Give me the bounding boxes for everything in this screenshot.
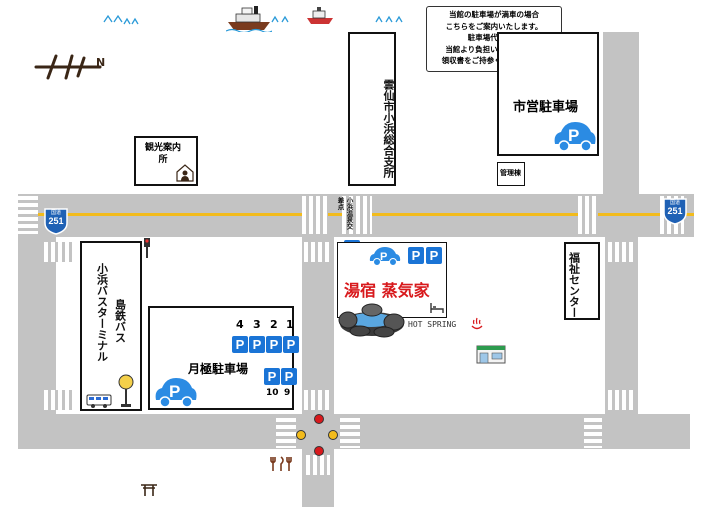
parking-slot-icon: P — [281, 368, 297, 385]
traffic-light-icon — [143, 238, 151, 258]
traffic-light-icon — [296, 430, 306, 440]
notice-line: 駐車場代を一部 — [467, 33, 521, 42]
crosswalk — [302, 196, 328, 234]
parking-slot-icon: P — [408, 247, 424, 264]
svg-text:P: P — [568, 126, 579, 145]
convenience-store-icon — [476, 342, 506, 364]
slot-number: 1 — [286, 318, 294, 331]
bus-stop-icon — [118, 374, 134, 408]
route-sign-label: 国道 — [669, 200, 680, 206]
parking-slot-icon: P — [426, 247, 442, 264]
notice-line: こちらをご案内いたします。 — [445, 21, 543, 31]
slot-number: 4 — [236, 318, 244, 331]
route-sign-east: 国道 251 — [661, 197, 689, 225]
management-building: 管理棟 — [497, 162, 525, 186]
crosswalk — [304, 242, 332, 262]
route-sign-west: 国道 251 — [42, 207, 70, 235]
parking-slot-icon: P — [266, 336, 282, 353]
shrine-icon — [140, 482, 158, 496]
onsen-rocks-icon — [338, 296, 406, 338]
crosswalk — [304, 390, 332, 410]
svg-text:P: P — [380, 251, 387, 263]
traffic-light-icon — [328, 430, 338, 440]
route-sign-number: 251 — [48, 216, 64, 226]
boat-icon — [306, 6, 334, 26]
crosswalk — [342, 196, 372, 234]
bus-icon — [86, 393, 112, 409]
traffic-light-icon — [314, 446, 324, 456]
parking-car-icon: P — [551, 118, 599, 154]
monthly-parking-lot: 4 3 2 1 P P P P 月極駐車場 P P 10 9 P — [148, 306, 299, 410]
crosswalk — [276, 418, 296, 448]
building-label: 島鉄バス — [113, 299, 127, 343]
parking-car-icon: P — [368, 245, 402, 267]
intersection-label: 小浜温泉交差点 — [336, 197, 353, 230]
slot-number: 9 — [284, 388, 291, 398]
crosswalk — [584, 418, 602, 448]
crosswalk — [578, 196, 598, 234]
slot-number: 3 — [253, 318, 261, 331]
crosswalk — [44, 390, 74, 410]
building-label: 雲仙市小浜総合支所 — [382, 78, 395, 178]
parking-slot-icon: P — [283, 336, 299, 353]
city-parking-lot: 市営駐車場 P — [497, 32, 599, 156]
ferry-icon — [225, 4, 273, 34]
hotel-jouki-ya: P P P 湯宿 蒸気家 — [337, 242, 447, 318]
hotel-name: 湯宿 蒸気家 — [344, 281, 430, 300]
unzen-branch-office: 雲仙市小浜総合支所 — [348, 32, 396, 186]
tourist-info-building: 観光案内所 — [134, 136, 198, 186]
crosswalk — [44, 242, 74, 262]
northeast-road — [603, 32, 639, 194]
parking-slot-icon: P — [264, 368, 280, 385]
building-label: 小浜バスターミナル — [95, 263, 109, 362]
building-label: 福祉センター — [567, 252, 581, 318]
notice-line: 領収書をご持参くださいませ。 — [441, 56, 547, 65]
building-label: 観光案内所 — [144, 143, 181, 165]
welfare-center: 福祉センター — [564, 242, 600, 320]
slot-number: 10 — [266, 388, 279, 398]
east-road — [605, 237, 638, 414]
bed-icon — [430, 299, 444, 313]
svg-text:N: N — [96, 56, 105, 69]
parking-slot-icon: P — [249, 336, 265, 353]
north-arrow-icon: N — [34, 52, 106, 82]
parking-car-icon: P — [152, 374, 200, 410]
traffic-light-icon — [314, 414, 324, 424]
tourist-info-icon — [176, 164, 194, 182]
hot-spring-label: HOT SPRING — [408, 320, 457, 329]
building-label: 市営駐車場 — [513, 100, 579, 115]
restaurant-icon — [270, 456, 296, 472]
parking-slot-icon: P — [232, 336, 248, 353]
west-road — [18, 237, 56, 414]
crosswalk — [306, 455, 330, 475]
crosswalk — [608, 390, 636, 410]
svg-text:P: P — [169, 382, 180, 401]
notice-line: 当館の駐車場が満車の場合 — [449, 10, 539, 19]
notice-line: 当館より負担いたしますので — [445, 44, 543, 54]
crosswalk — [18, 196, 38, 234]
sea-waves — [100, 8, 420, 30]
crosswalk — [340, 418, 360, 448]
route-sign-label: 国道 — [50, 210, 61, 216]
slot-number: 2 — [270, 318, 278, 331]
building-label: 管理棟 — [500, 169, 521, 177]
crosswalk — [608, 242, 636, 262]
building-label: 月極駐車場 — [188, 362, 249, 376]
route-sign-number: 251 — [667, 206, 683, 216]
onsen-icon — [470, 316, 484, 330]
